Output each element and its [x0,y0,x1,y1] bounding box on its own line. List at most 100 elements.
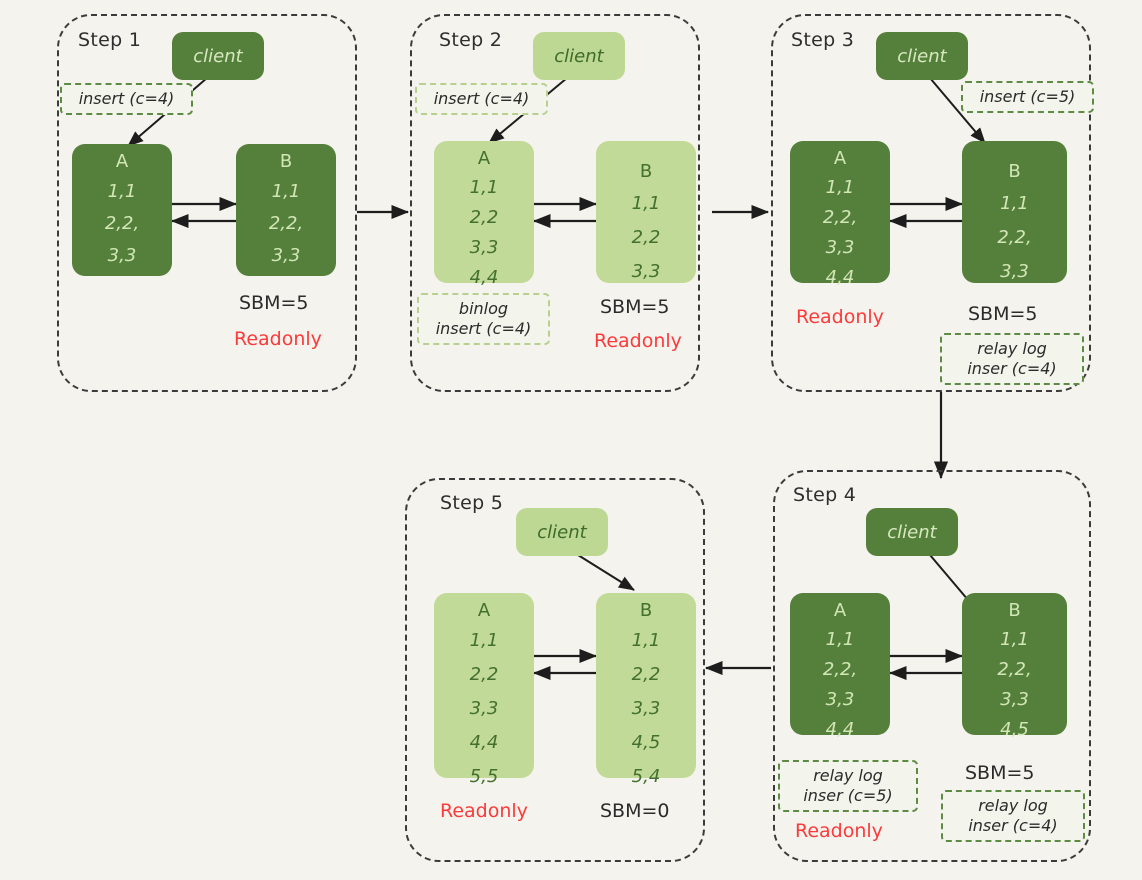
readonly-label-step4: Readonly [795,820,883,842]
node-b-row: 4,5 [631,732,661,753]
insert-tag-step2[interactable]: insert (c=4) [415,83,548,115]
panel-step4[interactable] [773,470,1091,862]
binlog-tag-line: binlog [458,299,509,318]
node-a-step1[interactable]: A 1,1 2,2, 3,3 [72,144,172,276]
client-label: client [193,45,243,67]
sbm-label-step3: SBM=5 [968,303,1038,325]
node-a-step3[interactable]: A 1,1 2,2, 3,3 4,4 [790,141,890,287]
node-a-header: A [833,600,847,621]
client-box-step2[interactable]: client [533,32,625,80]
sbm-label-step4: SBM=5 [965,762,1035,784]
relay-log-tag-line: inser (c=4) [968,816,1058,835]
node-b-header: B [639,600,653,621]
node-b-row: 1,1 [271,181,301,202]
node-b-row: 3,3 [1000,261,1029,282]
panel-title-step4: Step 4 [793,484,857,506]
node-b-step1[interactable]: B 1,1 2,2, 3,3 [236,144,336,276]
node-b-row: 2,2, [997,227,1032,248]
node-b-row: 2,2 [631,227,661,248]
node-b-row: 2,2, [997,659,1032,680]
node-b-row: 5,4 [631,766,661,787]
node-b-row: 3,3 [631,698,661,719]
node-b-row: 2,2, [268,213,304,234]
panel-step1[interactable] [57,14,357,392]
client-box-step5[interactable]: client [516,508,608,556]
node-a-row: 3,3 [469,698,499,719]
node-b-row: 1,1 [631,193,661,214]
node-a-row: 1,1 [107,181,137,202]
node-a-step5[interactable]: A 1,1 2,2 3,3 4,4 5,5 [434,593,534,786]
node-b-step3[interactable]: B 1,1 2,2, 3,3 [962,141,1067,283]
relay-log-tag-a-step4[interactable]: relay log inser (c=5) [778,760,918,812]
node-a-header: A [477,600,491,621]
node-b-step5[interactable]: B 1,1 2,2 3,3 4,5 5,4 [596,593,696,786]
node-b-row: 3,3 [271,245,301,266]
node-b-step2[interactable]: B 1,1 2,2 3,3 [596,141,696,283]
panel-step2[interactable] [410,14,700,392]
node-a-row: 1,1 [825,177,855,198]
node-b-header: B [639,161,653,182]
relay-log-tag-b-step4[interactable]: relay log inser (c=4) [941,790,1085,842]
relay-log-tag-line: relay log [813,766,883,785]
panel-title-step2: Step 2 [439,29,503,51]
client-box-step1[interactable]: client [172,32,264,80]
node-a-row: 2,2, [822,659,858,680]
panel-step3[interactable] [771,14,1091,392]
panel-title-step1: Step 1 [78,29,142,51]
node-b-header: B [1008,161,1021,182]
insert-tag-line: insert (c=5) [979,87,1076,106]
node-a-row: 2,2, [822,207,858,228]
binlog-tag-step2[interactable]: binlog insert (c=4) [417,293,550,345]
node-a-row: 1,1 [469,177,499,198]
readonly-label-step2: Readonly [594,330,682,352]
node-a-row: 1,1 [825,629,855,650]
node-b-row: 1,1 [631,630,661,651]
panel-title-step3: Step 3 [791,29,855,51]
node-a-step4[interactable]: A 1,1 2,2, 3,3 4,4 [790,593,890,739]
panel-step5[interactable] [405,478,705,862]
sbm-label-step1: SBM=5 [239,292,309,314]
insert-tag-step1[interactable]: insert (c=4) [60,83,193,115]
node-a-row: 1,1 [469,630,499,651]
binlog-tag-line: insert (c=4) [435,319,532,338]
relay-log-tag-line: relay log [977,339,1047,358]
node-b-row: 1,1 [1000,629,1029,650]
node-b-row: 3,3 [1000,689,1029,710]
node-a-row: 2,2 [469,664,499,685]
insert-tag-line: insert (c=4) [433,89,530,108]
node-a-row: 5,5 [469,766,499,787]
node-a-row: 4,4 [469,732,499,753]
insert-tag-step3[interactable]: insert (c=5) [961,81,1094,113]
node-a-row: 3,3 [469,237,499,258]
node-a-header: A [477,148,491,169]
client-label: client [537,521,587,543]
client-label: client [887,521,937,543]
node-a-header: A [115,151,129,172]
node-b-row: 4,5 [1000,719,1029,740]
readonly-label-step3: Readonly [796,306,884,328]
node-b-header: B [279,151,293,172]
node-b-row: 2,2 [631,664,661,685]
relay-log-tag-line: inser (c=5) [803,786,893,805]
relay-log-tag-b-step3[interactable]: relay log inser (c=4) [940,333,1084,385]
node-b-row: 1,1 [1000,193,1029,214]
node-b-step4[interactable]: B 1,1 2,2, 3,3 4,5 [962,593,1067,739]
relay-log-tag-line: relay log [978,796,1048,815]
relay-log-tag-line: inser (c=4) [967,359,1057,378]
client-box-step4[interactable]: client [866,508,958,556]
insert-tag-line: insert (c=4) [78,89,175,108]
sbm-label-step5: SBM=0 [600,800,670,822]
node-a-row: 4,4 [469,267,499,288]
node-a-row: 3,3 [825,237,855,258]
panel-title-step5: Step 5 [440,492,504,514]
readonly-label-step1: Readonly [234,328,322,350]
node-a-row: 3,3 [825,689,855,710]
node-a-row: 2,2, [104,213,140,234]
node-a-header: A [833,148,847,169]
node-b-row: 3,3 [631,261,661,282]
node-a-row: 4,4 [825,267,855,288]
node-a-step2[interactable]: A 1,1 2,2 3,3 4,4 [434,141,534,287]
client-box-step3[interactable]: client [876,32,968,80]
node-a-row: 4,4 [825,719,855,740]
